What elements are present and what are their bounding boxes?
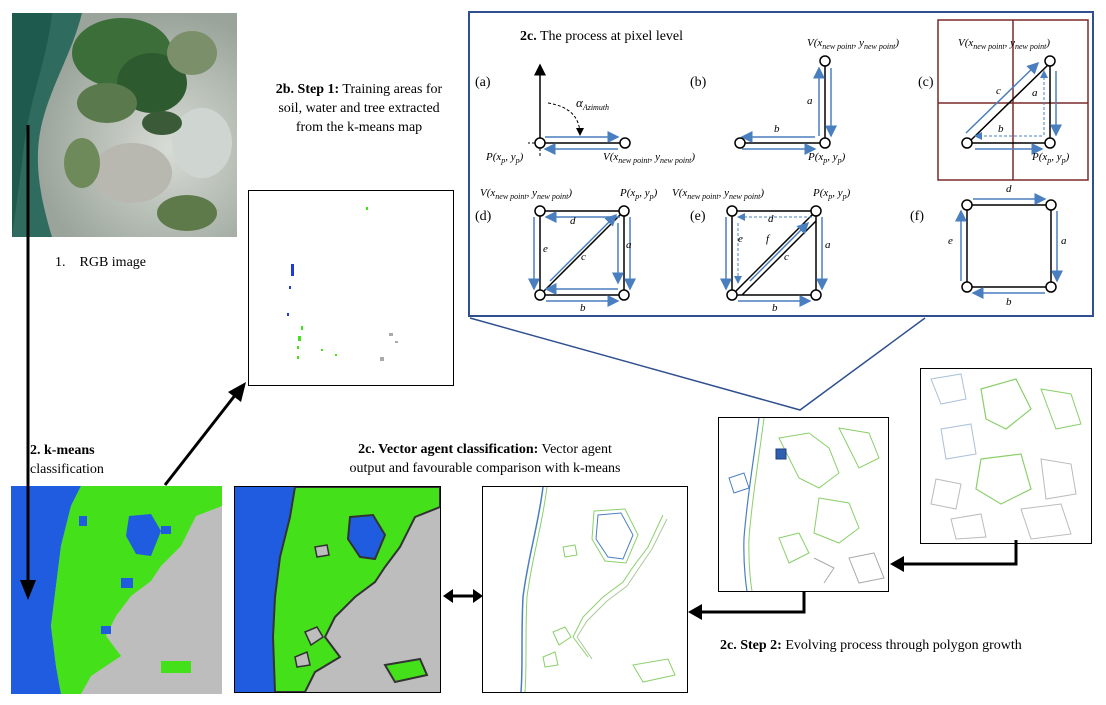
subfig-label-b: (b) xyxy=(690,75,707,90)
azimuth-label: αAzimuth xyxy=(576,95,610,112)
vector-a-label-d: a⃗ xyxy=(626,239,641,251)
vector-e-label-d: e⃗ xyxy=(543,243,557,255)
vector-e-label-e: e⃗ xyxy=(738,233,752,245)
point-v-label-d: V(xnew point, ynew point) xyxy=(480,187,573,201)
point-p-label-c: P(xp, yp) xyxy=(1032,151,1070,165)
vector-c-label-c: c⃗ xyxy=(996,85,1010,97)
comparison-double-arrow xyxy=(443,589,483,603)
vector-agent-outline-map xyxy=(482,486,688,693)
vector-b-label-d: b⃗ xyxy=(580,302,595,314)
point-v-label-a: V(xnew point, ynew point) xyxy=(603,151,696,165)
polygon-growth-map-earlier xyxy=(920,368,1092,544)
step2-arrow-lower xyxy=(688,592,806,620)
vector-a-label-b: a⃗ xyxy=(807,95,822,107)
vector-c-label-d: c⃗ xyxy=(581,251,595,263)
vector-d-label-d: d⃗ xyxy=(570,215,585,227)
vector-b-label-f: b⃗ xyxy=(1006,296,1021,308)
subfig-label-a: (a) xyxy=(475,75,491,90)
kmeans-caption: 2. k-means classification xyxy=(30,443,104,477)
vector-agent-map xyxy=(234,486,441,693)
step2-arrow-upper xyxy=(890,540,1018,572)
point-p-label-d: P(xp, yp) xyxy=(620,187,658,201)
pixel-level-box: 2c. The process at pixel level (a) (b) (… xyxy=(468,11,1094,317)
vector-caption: 2c. Vector agent classification: Vector … xyxy=(349,442,621,476)
subfig-label-e: (e) xyxy=(690,209,706,224)
point-p-label-a: P(xp, yp) xyxy=(486,151,524,165)
subfig-label-f: (f) xyxy=(910,209,924,224)
kmeans-to-training-arrow xyxy=(163,382,246,486)
point-p-label-b: P(xp, yp) xyxy=(808,151,846,165)
subfig-label-c: (c) xyxy=(918,75,934,90)
polygon-growth-map-later xyxy=(718,417,889,592)
rgb-caption: 1. RGB image xyxy=(55,255,146,270)
vector-c-label-e: c⃗ xyxy=(784,251,798,263)
point-p-label-e: P(xp, yp) xyxy=(813,187,851,201)
vector-e-label-f: e⃗ xyxy=(948,235,962,247)
kmeans-map xyxy=(11,486,222,694)
pixel-callout-pointer xyxy=(469,317,926,411)
vector-b-label-c: b⃗ xyxy=(998,123,1013,135)
point-v-label-b: V(xnew point, ynew point) xyxy=(807,37,900,51)
vector-d-label-e: d⃗ xyxy=(768,213,783,225)
pixel-level-title: 2c. The process at pixel level xyxy=(520,29,684,44)
training-caption: 2b. Step 1: Training areas for soil, wat… xyxy=(275,82,443,135)
vector-a-label-f: a⃗ xyxy=(1061,235,1076,247)
vector-a-label-c: a⃗ xyxy=(1032,87,1047,99)
pixel-level-diagram xyxy=(528,19,1089,307)
vector-d-label-f: d⃗ xyxy=(1006,183,1021,195)
training-areas-map xyxy=(248,190,454,386)
rgb-to-kmeans-arrow xyxy=(20,125,36,600)
point-v-label-e: V(xnew point, ynew point) xyxy=(672,187,765,201)
subfig-label-d: (d) xyxy=(475,209,492,224)
vector-f-label-e: f⃗ xyxy=(766,233,778,245)
vector-b-label-b: b⃗ xyxy=(774,123,789,135)
vector-a-label-e: a⃗ xyxy=(825,239,840,251)
vector-b-label-e: b⃗ xyxy=(772,302,787,314)
point-v-label-c: V(xnew point, ynew point) xyxy=(958,37,1051,51)
step2-caption: 2c. Step 2: Evolving process through pol… xyxy=(720,638,1022,653)
rgb-image xyxy=(12,13,237,237)
